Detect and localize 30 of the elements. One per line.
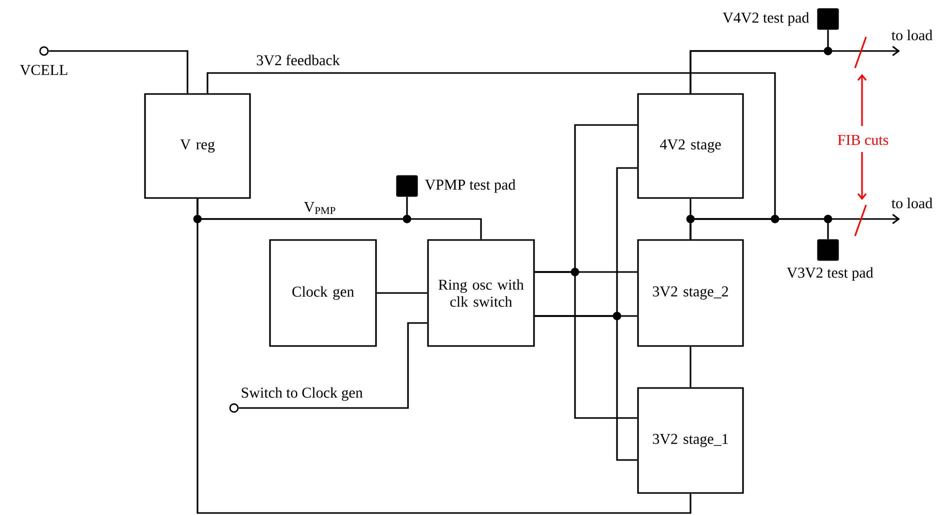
block-box: 4V2 stage xyxy=(637,93,744,199)
test-pad xyxy=(817,8,839,30)
node-label: VCELL xyxy=(20,64,68,76)
test-pad xyxy=(817,239,839,261)
connector-line xyxy=(690,218,829,240)
connector-line xyxy=(48,50,188,94)
edge-label: V$_{PMP}$ xyxy=(304,202,336,214)
block-box: 3V2 stage_1 xyxy=(637,387,744,494)
terminal-circle xyxy=(229,403,239,413)
terminal-circle xyxy=(39,46,49,56)
edge-label: to load xyxy=(892,30,932,40)
connector-line xyxy=(376,292,428,294)
block-box: 3V2 stage_2 xyxy=(637,239,744,347)
annotation-label: FIB cuts xyxy=(838,135,888,145)
test-pad xyxy=(396,175,418,197)
node-label: VPMP test pad xyxy=(424,179,516,193)
node-label: V4V2 test pad xyxy=(722,12,810,26)
connector-line xyxy=(534,315,638,461)
connector-line xyxy=(690,30,829,94)
connector-line xyxy=(196,198,692,514)
connector-line xyxy=(238,322,428,409)
connector-line xyxy=(534,271,638,419)
block-box: Ring osc with clk switch xyxy=(427,239,535,347)
edge-label: 3V2 feedback xyxy=(256,54,340,66)
node-label: Switch to Clock gen xyxy=(242,387,363,401)
edge-label: to load xyxy=(892,198,932,208)
node-label: V3V2 test pad xyxy=(786,267,874,281)
connector-line xyxy=(690,346,692,388)
block-box: V reg xyxy=(144,93,251,199)
block-box: Clock gen xyxy=(269,239,377,347)
